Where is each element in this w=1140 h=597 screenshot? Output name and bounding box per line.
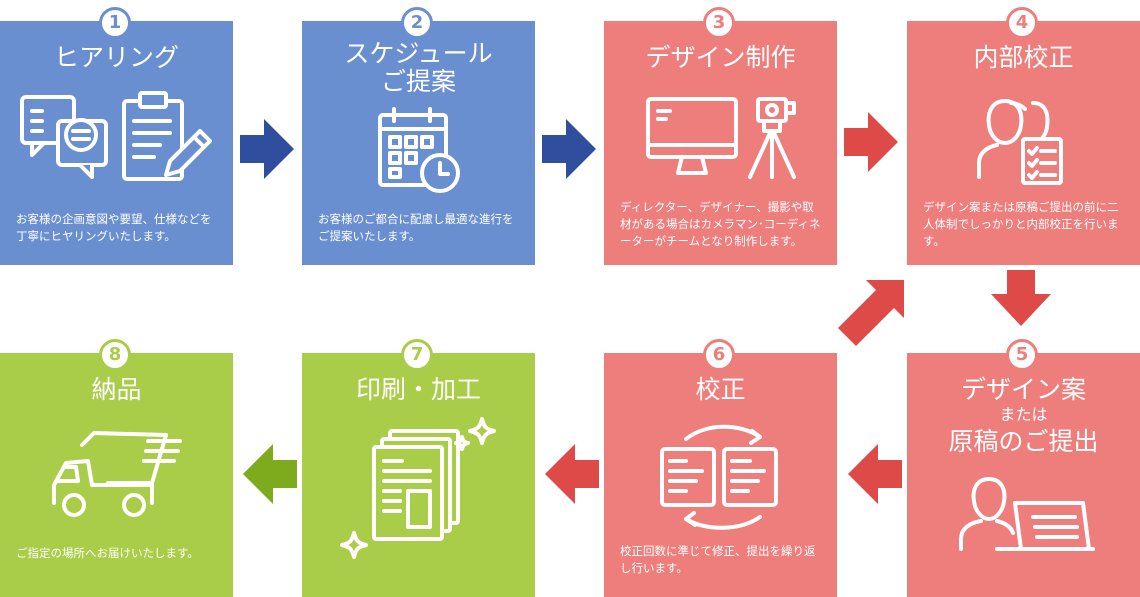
calendar-clock-icon (378, 107, 460, 193)
two-people-checklist-icon (977, 99, 1063, 185)
step-number-badge: 3 (703, 7, 735, 39)
arrow-step4-to-step5 (991, 270, 1051, 326)
step-title: デザイン制作 (645, 43, 796, 72)
step-title-line1: デザイン案 (960, 375, 1086, 404)
step-7-printing-processing: 7 印刷・加工 (302, 339, 535, 597)
step-title: 納品 (91, 375, 142, 404)
step-number-badge: 5 (1006, 339, 1038, 371)
step-number-badge: 7 (401, 339, 433, 371)
arrow-step6-to-step7 (545, 444, 599, 504)
step-title: 印刷・加工 (355, 375, 481, 404)
clipboard-pencil-icon (122, 91, 212, 181)
camera-tripod-icon (748, 97, 796, 179)
arrow-step3-to-step4 (844, 112, 898, 172)
step-number-badge: 1 (99, 7, 131, 39)
step-8-delivery: 8 納品 ご指定の場所へお届けいたします。 (0, 339, 233, 597)
monitor-icon (646, 97, 738, 175)
arrow-step6-back-to-step4 (838, 280, 904, 346)
step-title: ヒアリング (53, 43, 179, 72)
step-number-badge: 8 (99, 339, 131, 371)
step-description: お客様の企画意図や要望、仕様などを丁寧にヒヤリングいたします。 (16, 212, 212, 243)
delivery-truck-icon (52, 431, 182, 517)
arrow-step7-to-step8 (243, 444, 297, 504)
step-title-line2: ご提案 (380, 67, 456, 96)
step-title-line2: または (999, 405, 1048, 424)
documents-cycle-icon (660, 424, 778, 530)
step-title-line3: 原稿のご提出 (948, 427, 1099, 456)
step-title-line1: スケジュール (344, 39, 493, 68)
step-2-schedule-proposal: 2 スケジュール ご提案 お客様のご都合に配慮し最適な進行をご提案いたします。 (302, 7, 535, 265)
step-number-badge: 4 (1006, 7, 1038, 39)
step-description: デザイン案または原稿ご提出の前に二人体制でしっかりと内部校正を行います。 (923, 200, 1119, 248)
step-5-submission: 5 デザイン案 または 原稿のご提出 (907, 339, 1140, 597)
step-number-badge: 6 (703, 339, 735, 371)
step-description: ご指定の場所へお届けいたします。 (16, 546, 199, 560)
arrow-step2-to-step3 (542, 119, 596, 179)
step-description: ディレクター、デザイナー、撮影や取材がある場合はカメラマン･コーディネーターがチ… (620, 200, 821, 248)
stacked-pages-sparkle-icon (340, 417, 496, 559)
step-1-hearing: 1 ヒアリング お客様の企画意図や要望、仕様などを丁寧にヒヤリングいたします。 (0, 7, 233, 265)
person-document-icon (959, 477, 1095, 551)
step-3-design-production: 3 デザイン制作 ディレクター、デザイナー、撮影や取材がある場合はカメラマン･コ… (604, 7, 837, 265)
speech-bubbles-icon (20, 95, 108, 179)
step-description: 校正回数に準じて修正、提出を繰り返し行います。 (620, 544, 816, 575)
arrow-step1-to-step2 (240, 119, 294, 179)
step-title: 内部校正 (973, 43, 1074, 72)
step-6-proofreading: 6 校正 校正回数に準じて修正、提出を繰り返し行います。 (604, 339, 837, 597)
step-description: お客様のご都合に配慮し最適な進行をご提案いたします。 (318, 212, 514, 243)
step-4-internal-proofreading: 4 内部校正 デザイン案または原稿ご提出の前に二人体制でしっかりと内部校正を行い… (907, 7, 1140, 265)
arrow-step5-to-step6 (848, 444, 902, 504)
step-number-badge: 2 (401, 7, 433, 39)
step-title: 校正 (695, 375, 746, 404)
